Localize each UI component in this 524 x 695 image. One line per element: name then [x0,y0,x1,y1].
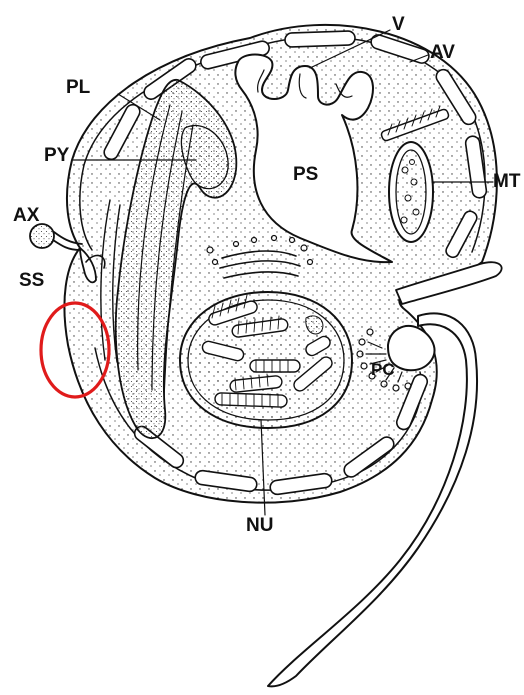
axopodium-knob [30,224,54,248]
mitochondrion-inner [396,150,426,234]
label-av: AV [430,43,455,62]
label-mt: MT [493,172,520,191]
flagellar-pocket [388,326,434,370]
label-v: V [392,15,405,34]
label-nu: NU [246,516,273,535]
label-ss: SS [19,271,44,290]
label-pl: PL [66,78,90,97]
label-ax: AX [13,206,39,225]
label-ps: PS [293,165,318,184]
label-py: PY [44,146,69,165]
label-pc: PC [371,361,395,378]
